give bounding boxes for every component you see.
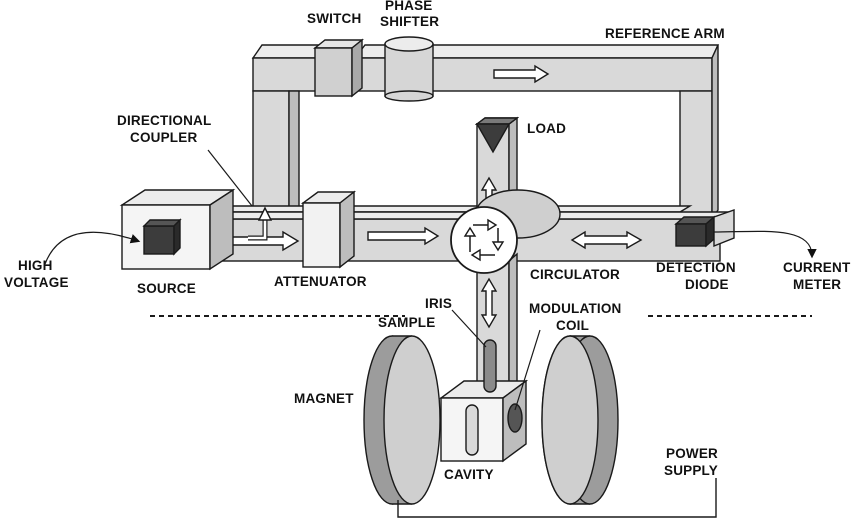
label-power-supply-line2: SUPPLY <box>664 463 718 478</box>
label-current-meter-line2: METER <box>793 277 841 292</box>
label-detection-diode-line2: DIODE <box>685 277 729 292</box>
phase-shifter-component <box>384 36 434 102</box>
label-iris: IRIS <box>425 296 452 311</box>
label-switch: SWITCH <box>307 11 361 26</box>
leader-lines <box>44 149 817 411</box>
label-directional-coupler-line1: DIRECTIONAL <box>117 113 211 128</box>
label-reference-arm: REFERENCE ARM <box>605 26 725 41</box>
load-component <box>474 117 520 154</box>
magnet-right <box>541 335 619 505</box>
power-supply-wiring <box>397 478 717 518</box>
label-cavity: CAVITY <box>444 467 494 482</box>
label-directional-coupler-line2: COUPLER <box>130 130 197 145</box>
cavity-arm-waveguide <box>476 252 518 391</box>
label-source: SOURCE <box>137 281 196 296</box>
label-high-voltage-line2: VOLTAGE <box>4 275 69 290</box>
label-detection-diode-line1: DETECTION <box>656 260 736 275</box>
label-phase-shifter-line1: PHASE <box>385 0 433 13</box>
detection-diode-component <box>674 209 735 248</box>
label-load: LOAD <box>527 121 566 136</box>
label-high-voltage-line1: HIGH <box>18 258 53 273</box>
circulator-component <box>450 189 561 274</box>
label-sample: SAMPLE <box>378 315 435 330</box>
label-modulation-coil-line1: MODULATION <box>529 301 622 316</box>
label-power-supply-line1: POWER <box>666 446 718 461</box>
source-component <box>119 188 236 271</box>
label-phase-shifter-line2: SHIFTER <box>380 14 439 29</box>
attenuator-component <box>300 190 357 269</box>
label-modulation-coil-line2: COIL <box>556 318 589 333</box>
label-current-meter-line1: CURRENT <box>783 260 851 275</box>
cavity-component <box>438 339 529 463</box>
switch-component <box>313 38 364 98</box>
label-magnet: MAGNET <box>294 391 354 406</box>
label-circulator: CIRCULATOR <box>530 267 620 282</box>
label-attenuator: ATTENUATOR <box>274 274 367 289</box>
magnet-left <box>363 335 441 505</box>
